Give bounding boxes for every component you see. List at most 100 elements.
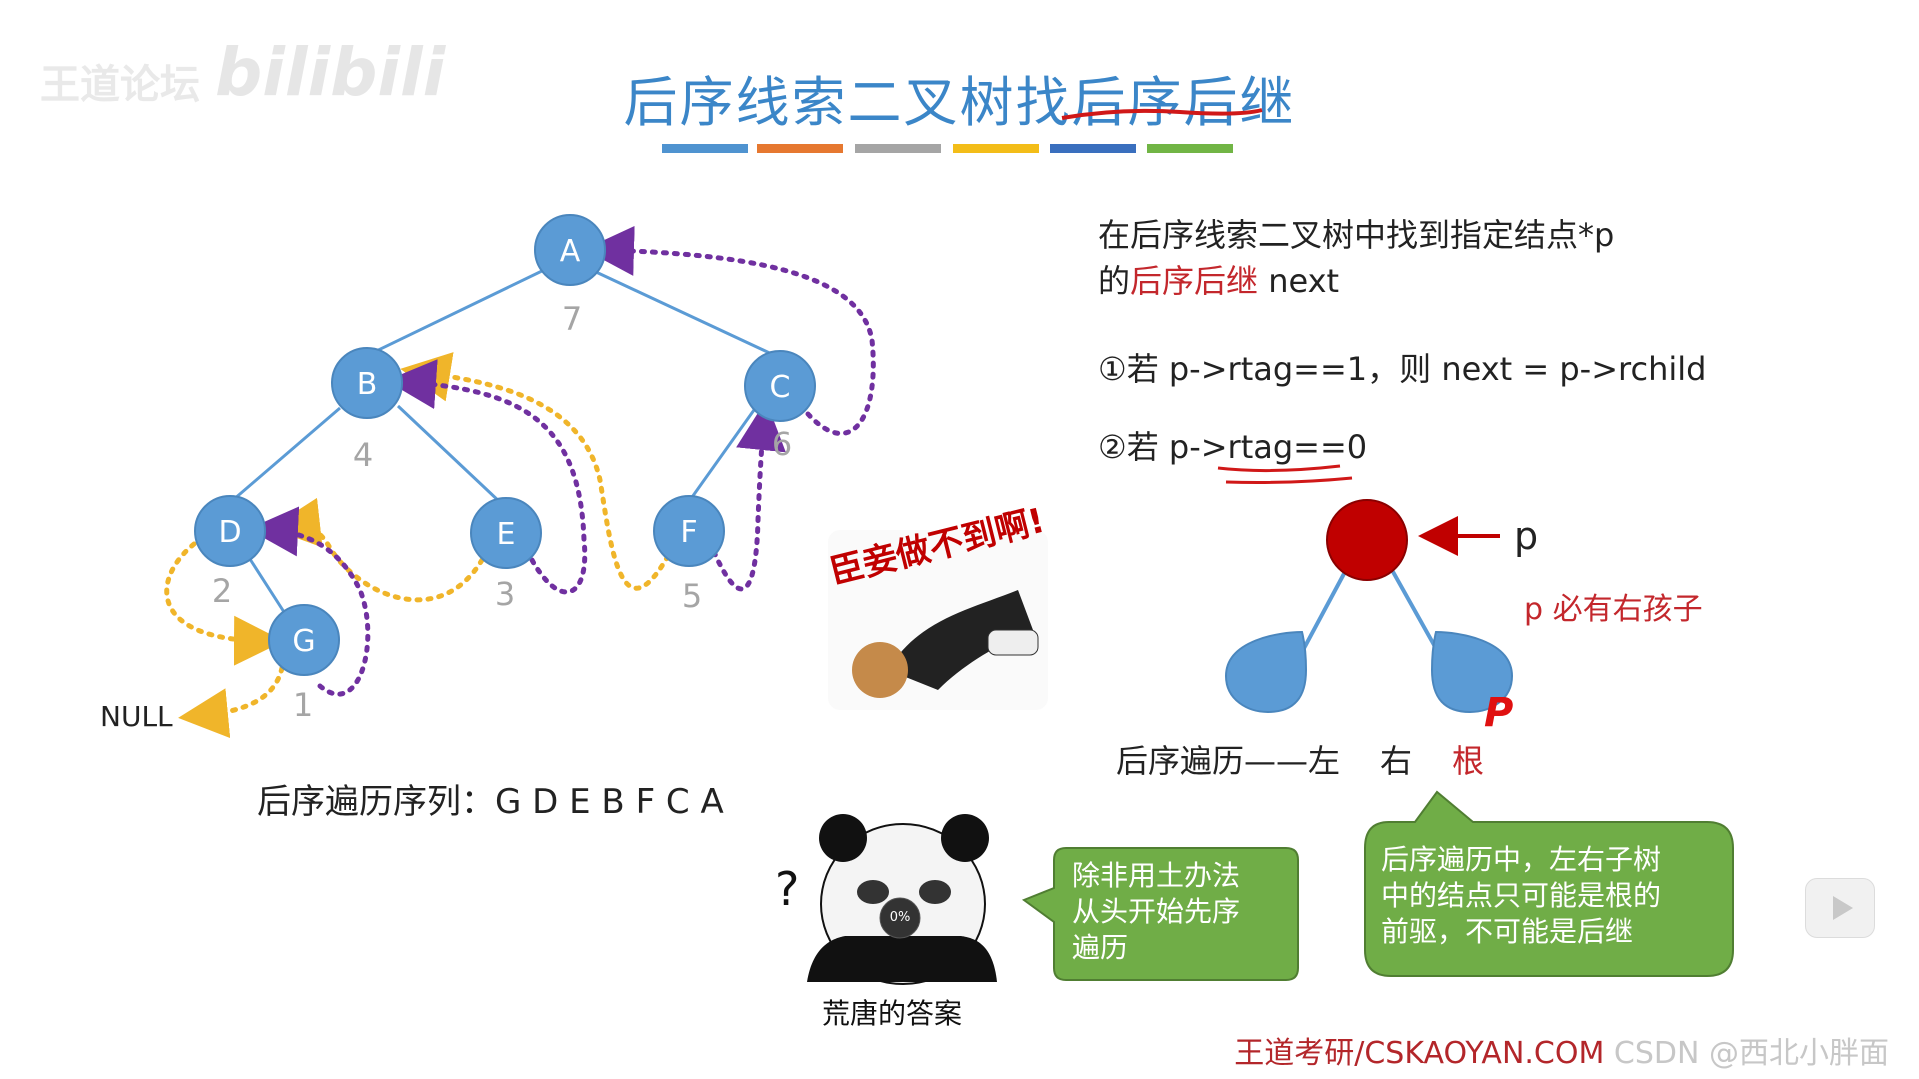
edge-root-left	[1300, 569, 1348, 653]
case-2-prefix: ②若	[1098, 428, 1169, 466]
node-label-c: C	[770, 370, 791, 405]
panda-ear-right	[941, 814, 989, 862]
panda-meme	[807, 814, 997, 985]
edge-d-g	[246, 555, 286, 613]
footer-overlay: CSDN @西北小胖面	[1613, 1036, 1889, 1071]
edge-a-b	[365, 268, 545, 358]
postorder-rule: 后序遍历——左 右 根	[1116, 736, 1484, 782]
thread-e-to-b	[386, 359, 588, 595]
wangdao-watermark: 王道论坛	[40, 62, 200, 108]
thread-g-to-d	[248, 506, 371, 697]
node-label-e: E	[497, 517, 516, 552]
bilibili-watermark: bilibili	[215, 34, 446, 111]
footer-site: 王道考研/CSKAOYAN.COM	[1234, 1036, 1605, 1071]
node-label-d: D	[218, 515, 241, 550]
bubble-right-line-2: 中的结点只可能是根的	[1381, 879, 1662, 912]
panda-question-mark: ?	[775, 862, 800, 916]
footer-watermark: 王道考研/CSKAOYAN.COM CSDN @西北小胖面	[1234, 1028, 1889, 1072]
case-2-code: p->rtag==0	[1168, 428, 1368, 466]
thread-c-to-a	[584, 225, 876, 436]
postorder-rule-root: 根	[1452, 742, 1485, 780]
title-red-underline	[1061, 108, 1263, 120]
color-bar-4	[953, 144, 1039, 153]
tree-node-c	[744, 350, 816, 422]
tree-node-e	[470, 497, 542, 569]
bubble-left-text: 除非用土办法 从头开始先序 遍历	[1072, 858, 1240, 966]
order-number-c: 6	[772, 425, 792, 463]
bubble-right-line-3: 前驱，不可能是后继	[1381, 915, 1634, 948]
left-subtree-shape	[1224, 630, 1308, 714]
girl-legs	[987, 629, 1039, 656]
case-1-text: ①若 p->rtag==1，则 next = p->rchild	[1098, 350, 1707, 388]
node-label-g: G	[292, 624, 315, 659]
bubble-left-shape	[1021, 847, 1299, 981]
panda-eye-right	[919, 880, 951, 904]
color-bar-2	[757, 144, 843, 153]
code-red-underline	[1217, 464, 1353, 484]
bubble-left-line-3: 遍历	[1072, 931, 1129, 964]
kneeling-girl-sticker	[828, 530, 1048, 710]
traversal-sequence: 后序遍历序列：G D E B F C A	[257, 774, 724, 823]
color-bar-3	[855, 144, 941, 153]
color-bar-6	[1147, 144, 1233, 153]
bubble-left-line-2: 从头开始先序	[1072, 895, 1241, 928]
girl-body	[888, 590, 1033, 690]
tree-node-a	[534, 214, 606, 286]
edge-c-f	[688, 409, 756, 501]
girl-head	[852, 642, 908, 698]
null-label: NULL	[100, 700, 173, 733]
thread-f-to-c	[711, 400, 786, 592]
problem-line-2-prefix: 的	[1098, 262, 1131, 300]
postorder-rule-left: 后序遍历——左	[1116, 742, 1341, 780]
bubble-right-text: 后序遍历中，左右子树 中的结点只可能是根的 前驱，不可能是后继	[1381, 842, 1661, 950]
loading-badge-text: 0%	[889, 910, 911, 925]
title-highlight: 后序后继	[1071, 71, 1296, 134]
traversal-value: G D E B F C A	[495, 782, 724, 822]
bubble-right-shape	[1364, 790, 1734, 977]
problem-line-2: 的后序后继 next	[1098, 258, 1614, 304]
problem-line-1: 在后序线索二叉树中找到指定结点*p	[1098, 216, 1615, 254]
order-number-b: 4	[353, 436, 373, 474]
play-icon[interactable]	[1805, 878, 1875, 938]
edge-root-right	[1390, 569, 1440, 653]
node-label-f: F	[680, 515, 697, 550]
problem-statement: 在后序线索二叉树中找到指定结点*p 的后序后继 next	[1098, 212, 1614, 304]
case-2-text: ②若 p->rtag==0	[1098, 422, 1367, 468]
edge-b-d	[225, 406, 341, 508]
order-number-f: 5	[682, 577, 702, 615]
right-subtree-shape	[1430, 630, 1514, 714]
bubble-right-line-1: 后序遍历中，左右子树	[1381, 843, 1662, 876]
node-label-b: B	[357, 367, 378, 402]
order-number-e: 3	[495, 575, 515, 613]
tree-node-g	[268, 604, 340, 676]
thread-d-to-g	[164, 541, 284, 666]
tree-node-d	[194, 495, 266, 567]
title-prefix: 后序线索二叉树找	[623, 71, 1072, 134]
problem-line-2-highlight: 后序后继	[1130, 262, 1259, 300]
postorder-rule-right: 右	[1380, 742, 1413, 780]
p-pointer-label: p	[1514, 514, 1539, 558]
bubble-left-line-1: 除非用土办法	[1072, 859, 1241, 892]
order-number-a: 7	[562, 300, 582, 338]
color-bar-1	[662, 144, 748, 153]
thread-e-to-d	[270, 497, 485, 603]
panda-eye-left	[857, 880, 889, 904]
edge-a-c	[595, 270, 777, 358]
edge-b-e	[396, 404, 504, 506]
panda-ear-left	[819, 814, 867, 862]
handwritten-p-mark: P	[1484, 690, 1514, 736]
tree-node-b	[331, 347, 403, 419]
root-node-p	[1326, 499, 1408, 581]
panda-caption: 荒唐的答案	[822, 997, 963, 1030]
order-number-d: 2	[212, 572, 232, 610]
problem-line-2-suffix: next	[1258, 262, 1340, 300]
tree-node-f	[653, 495, 725, 567]
node-label-a: A	[560, 234, 581, 269]
panda-body	[807, 936, 997, 982]
thread-g-to-null	[178, 665, 285, 739]
color-bar-5	[1050, 144, 1136, 153]
thread-f-to-b	[400, 352, 671, 591]
loading-badge	[879, 897, 921, 939]
